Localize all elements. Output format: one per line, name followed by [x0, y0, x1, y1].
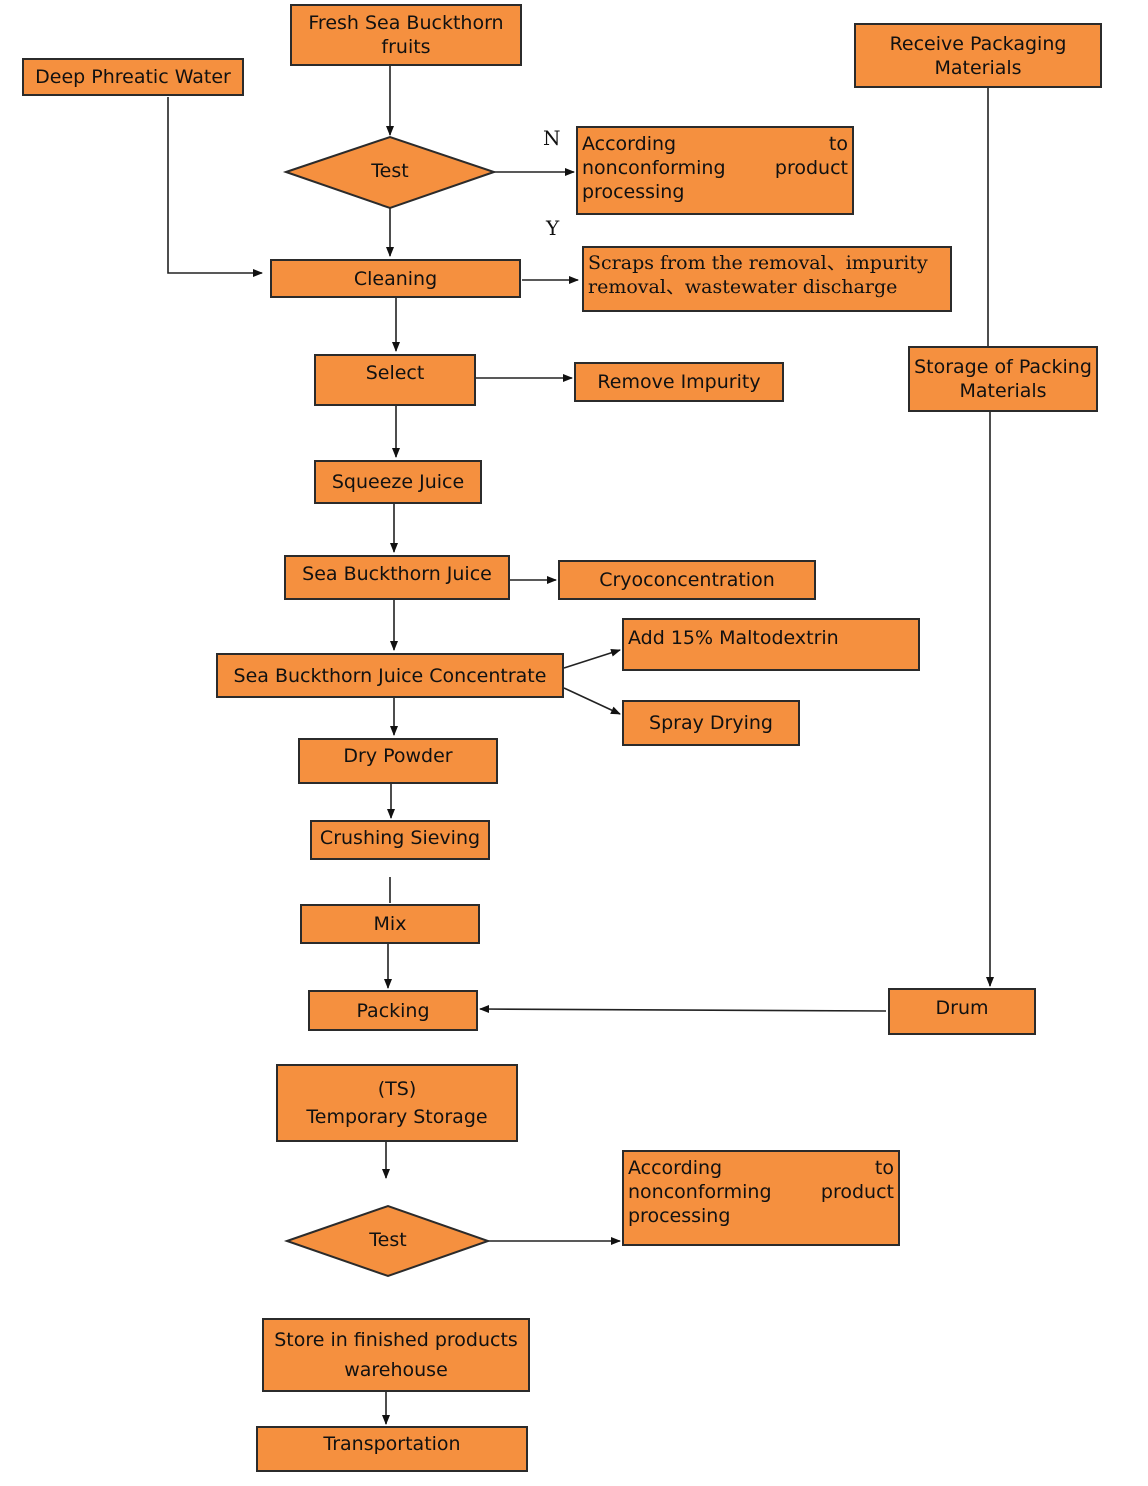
node-nonconforming-1: According to nonconforming product proce…: [576, 126, 854, 215]
edge-concentrate-malto: [563, 648, 621, 669]
node-dry-powder: Dry Powder: [298, 738, 498, 784]
node-maltodextrin: Add 15% Maltodextrin: [622, 618, 920, 671]
node-crushing-sieving: Crushing Sieving: [310, 820, 490, 860]
node-nonconforming-2: According to nonconforming product proce…: [622, 1150, 900, 1246]
node-scraps: Scraps from the removal、impurity removal…: [582, 246, 952, 312]
node-packing: Packing: [308, 990, 478, 1031]
test-diamond-2: [283, 1204, 492, 1278]
test-diamond-1: [282, 135, 498, 210]
node-concentrate: Sea Buckthorn Juice Concentrate: [216, 653, 564, 698]
node-select: Select: [314, 354, 476, 406]
node-cryoconcentration: Cryoconcentration: [558, 560, 816, 600]
node-juice: Sea Buckthorn Juice: [284, 555, 510, 600]
node-cleaning: Cleaning: [270, 259, 521, 298]
node-fresh-fruits: Fresh Sea Buckthorn fruits: [290, 4, 522, 66]
node-temporary-storage: (TS) Temporary Storage: [276, 1064, 518, 1142]
edge-water-cleaning: [167, 97, 263, 277]
ts-label: Temporary Storage: [306, 1106, 488, 1128]
node-warehouse: Store in finished products warehouse: [262, 1318, 530, 1392]
node-mix: Mix: [300, 904, 480, 944]
node-remove-impurity: Remove Impurity: [574, 362, 784, 402]
node-squeeze-juice: Squeeze Juice: [314, 460, 482, 504]
yes-label: Y: [546, 216, 560, 240]
node-storage-packing: Storage of Packing Materials: [908, 346, 1098, 412]
node-receive-packaging: Receive Packaging Materials: [854, 23, 1102, 88]
edge-drum-packing: [479, 1005, 887, 1014]
ts-abbr: (TS): [377, 1078, 417, 1100]
node-drum: Drum: [888, 988, 1036, 1035]
test-label-1: Test: [371, 160, 409, 182]
edge-concentrate-spray: [563, 687, 621, 715]
node-spray-drying: Spray Drying: [622, 700, 800, 746]
test-label-2: Test: [369, 1229, 407, 1251]
no-label: N: [543, 126, 561, 150]
node-transportation: Transportation: [256, 1426, 528, 1472]
node-deep-water: Deep Phreatic Water: [22, 58, 244, 96]
